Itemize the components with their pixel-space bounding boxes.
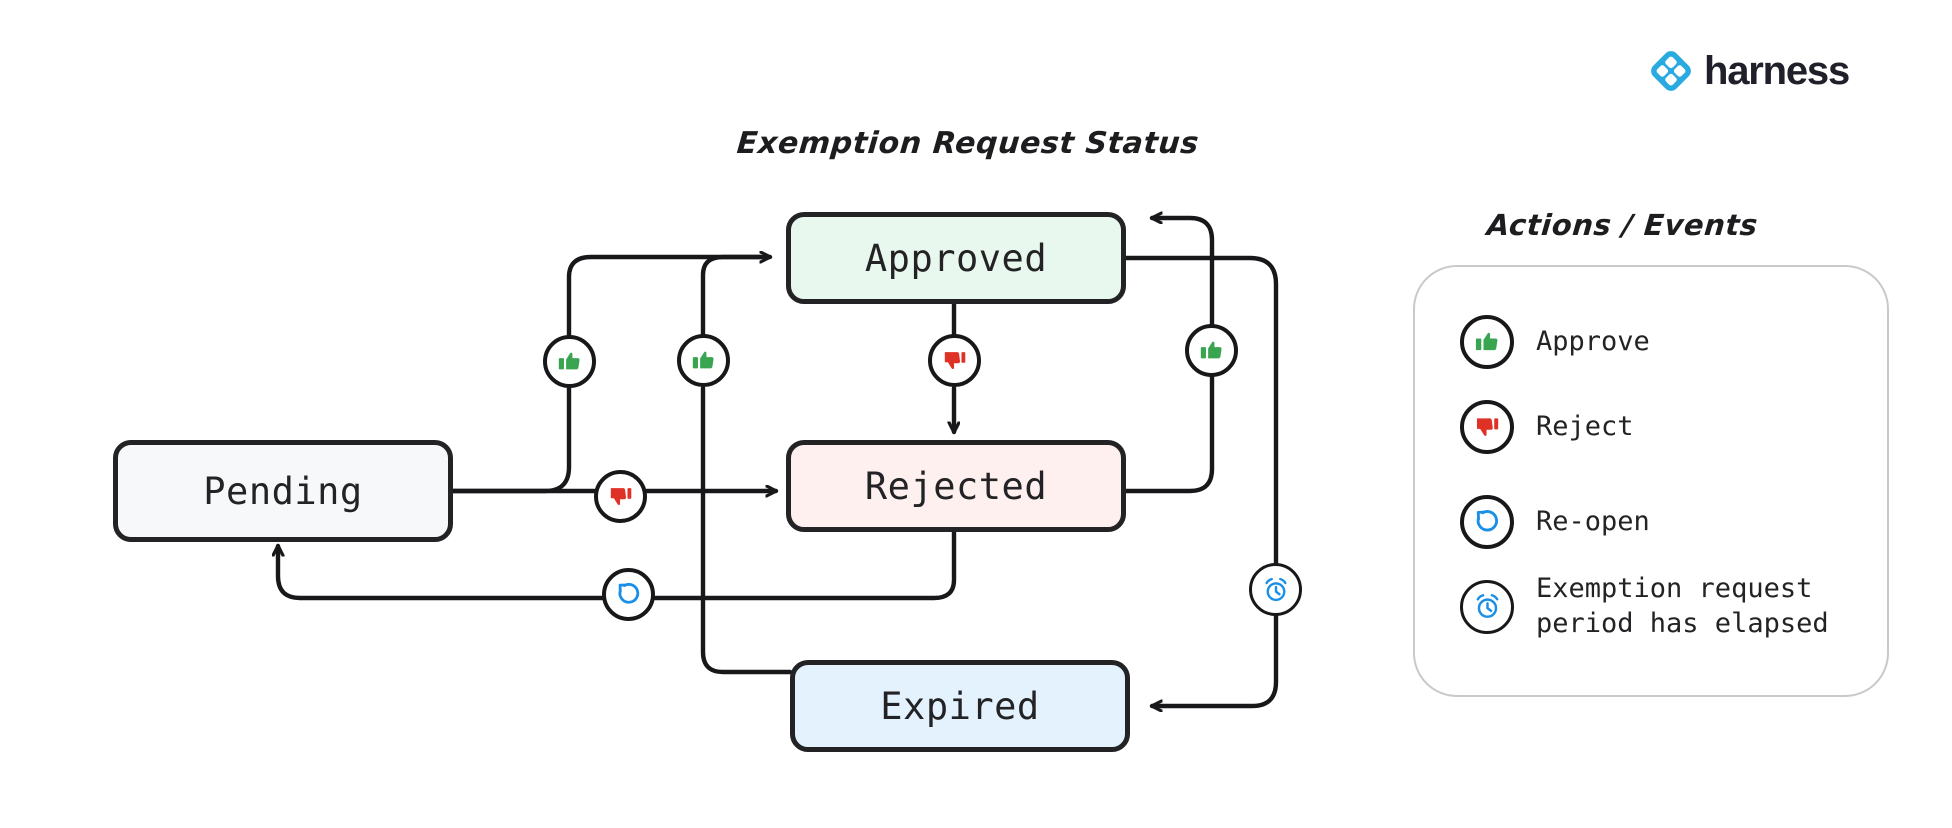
alarm-clock-icon <box>1460 579 1514 634</box>
state-node-approved[interactable]: Approved <box>786 212 1126 304</box>
edge-approved-expired <box>1123 255 1279 566</box>
legend-item-reopen: Re-open <box>1460 495 1650 549</box>
edge-rejected-pending <box>652 529 957 601</box>
harness-wordmark: harness <box>1704 49 1850 93</box>
harness-logo: harness <box>1648 48 1850 94</box>
legend-label: Exemption request period has elapsed <box>1536 573 1829 639</box>
alarm-clock-icon <box>1249 563 1302 616</box>
reopen-icon <box>602 568 655 621</box>
state-node-pending[interactable]: Pending <box>113 440 453 542</box>
thumbs-down-icon <box>928 334 981 387</box>
edge-expired-approved <box>700 257 773 337</box>
thumbs-up-icon <box>677 334 730 387</box>
thumbs-up-icon <box>543 335 596 388</box>
edge-pending-approved <box>450 385 572 494</box>
thumbs-up-icon <box>1185 324 1238 377</box>
legend-label: Reject <box>1536 410 1634 442</box>
state-label: Rejected <box>864 464 1048 508</box>
legend-item-reject: Reject <box>1460 400 1634 454</box>
legend-label: Re-open <box>1536 505 1650 537</box>
edge-rejected-approved <box>1123 374 1215 494</box>
state-node-expired[interactable]: Expired <box>790 660 1130 752</box>
reopen-icon <box>1460 495 1514 549</box>
thumbs-down-icon <box>594 470 647 523</box>
legend-item-elapsed: Exemption request period has elapsed <box>1460 572 1829 641</box>
state-label: Approved <box>864 236 1048 280</box>
harness-diamond-logo <box>1651 51 1691 91</box>
legend-label: Approve <box>1536 325 1650 357</box>
state-label: Pending <box>203 469 363 513</box>
thumbs-up-icon <box>1460 315 1514 369</box>
state-node-rejected[interactable]: Rejected <box>786 440 1126 532</box>
legend-item-approve: Approve <box>1460 315 1650 369</box>
state-label: Expired <box>880 684 1040 728</box>
thumbs-down-icon <box>1460 400 1514 454</box>
